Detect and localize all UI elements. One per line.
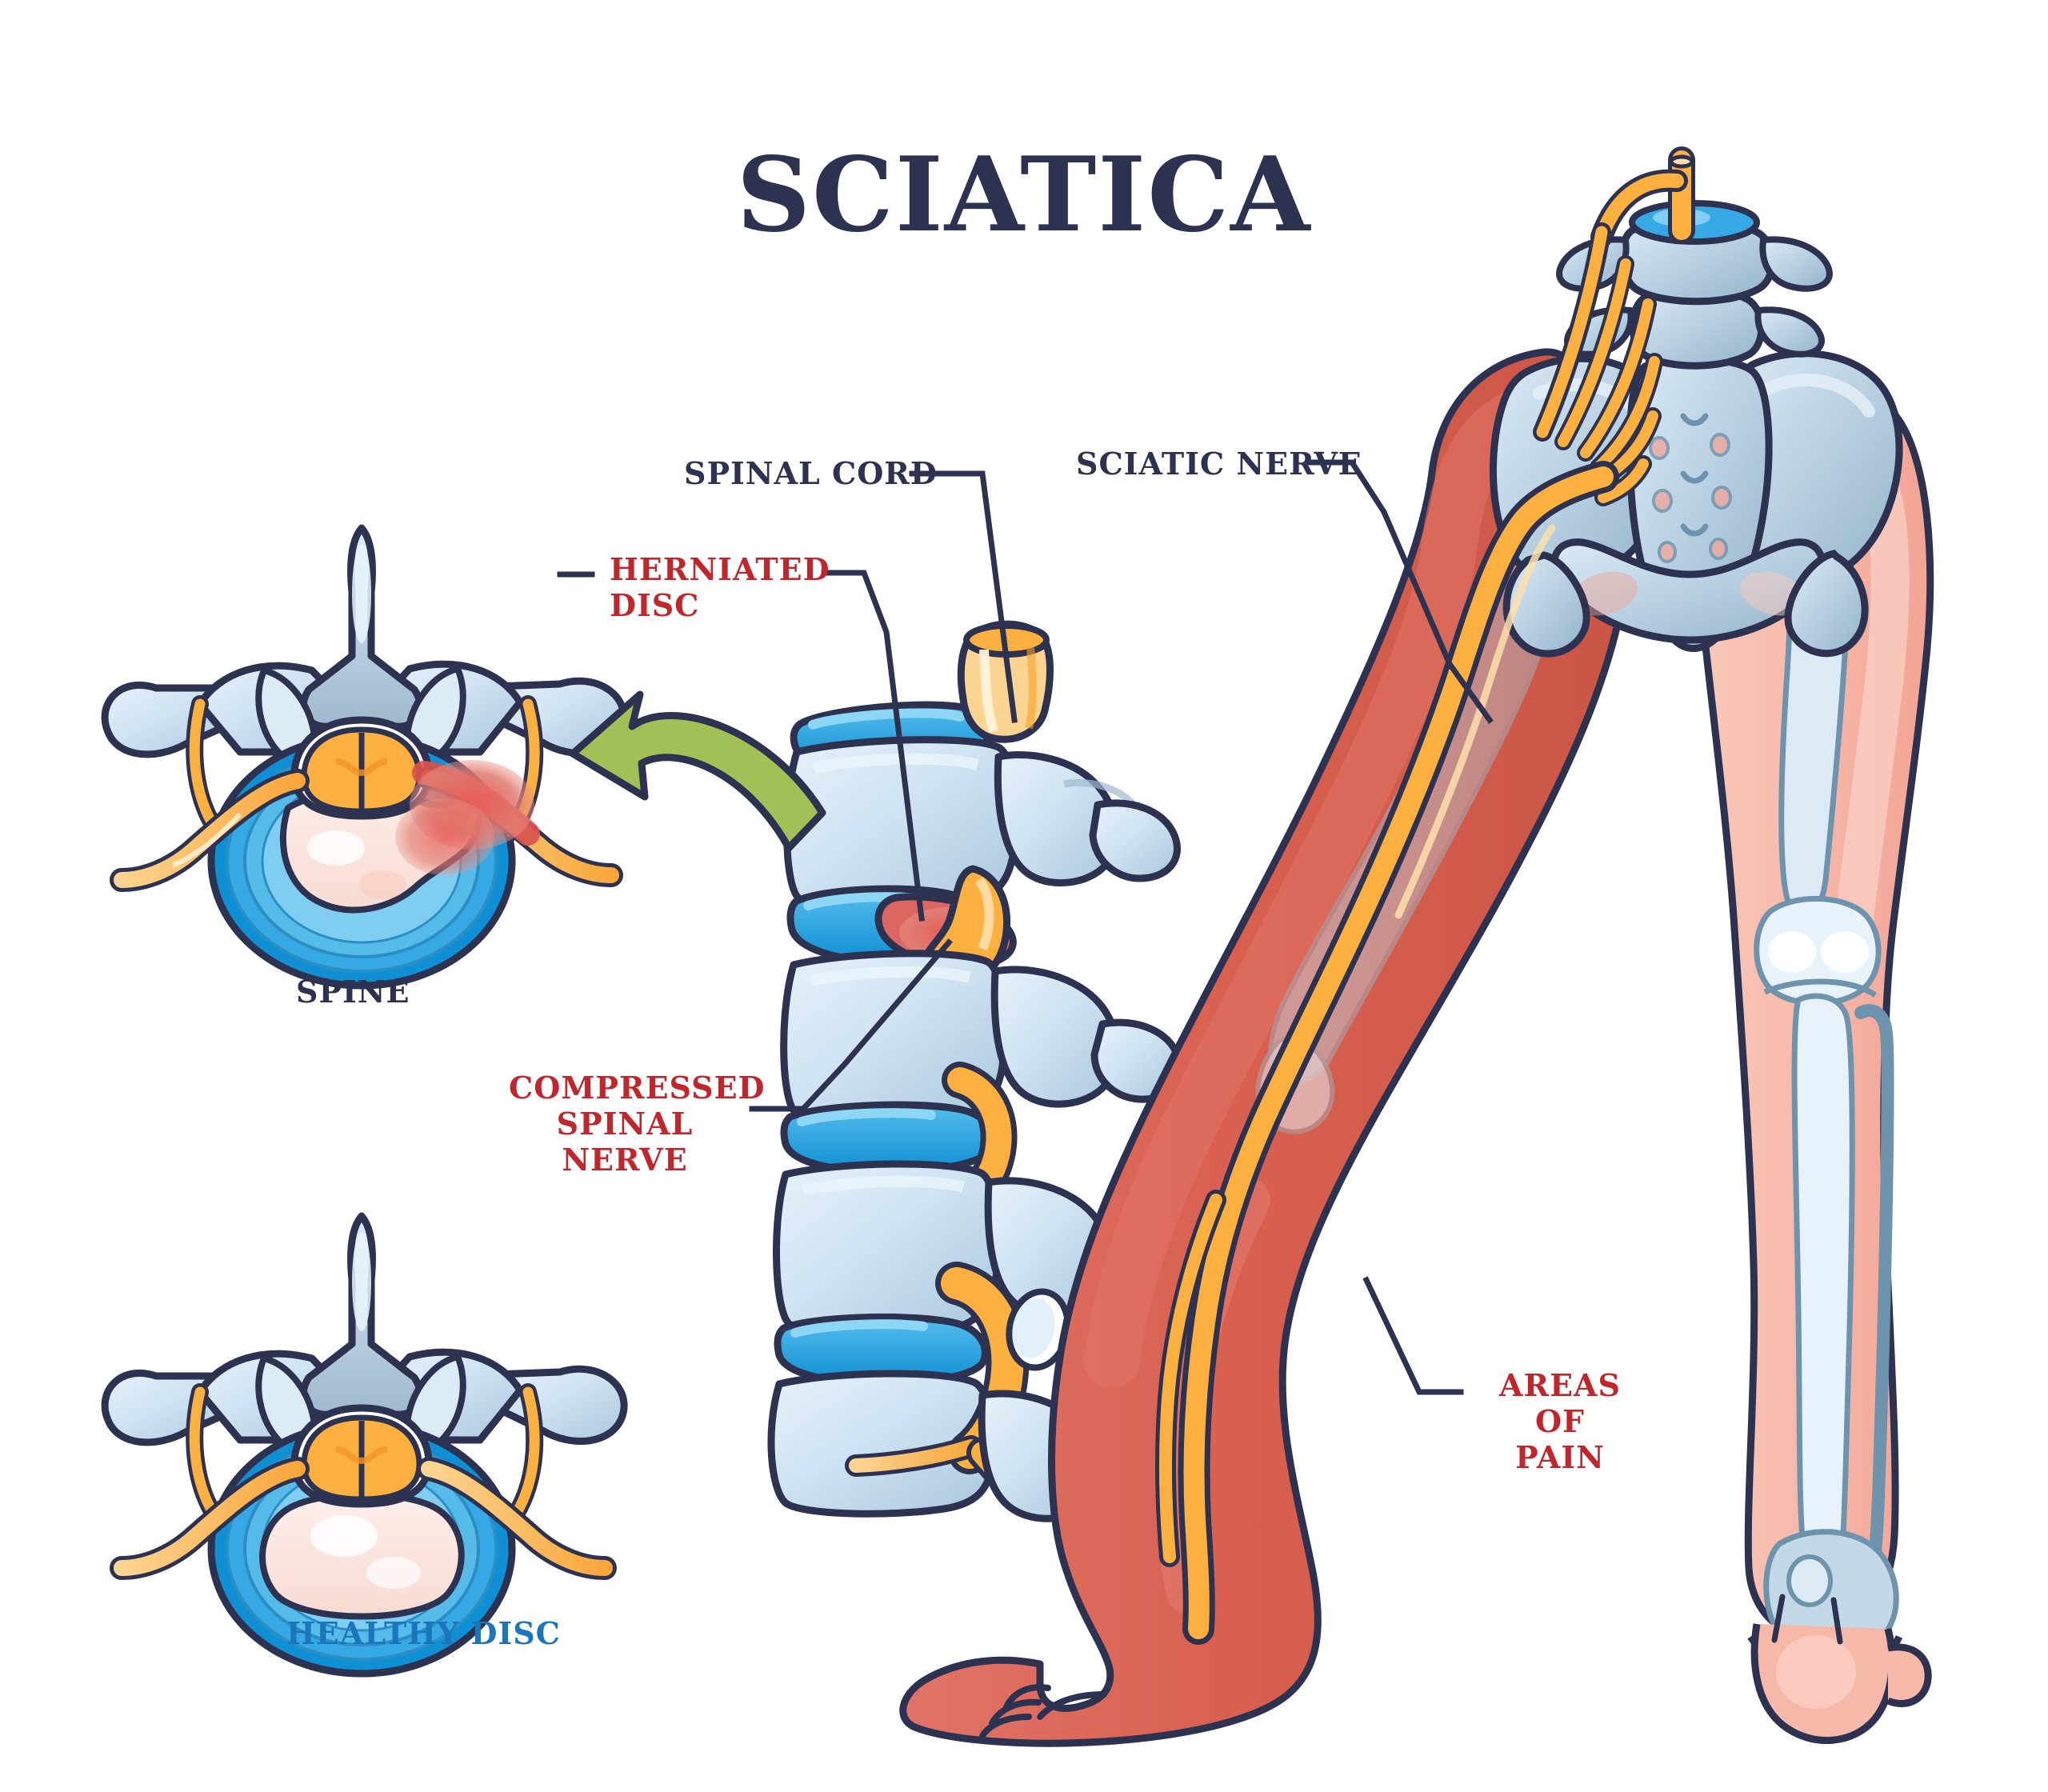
nerve-roots-healthy <box>110 1383 617 1580</box>
nerve-roots-right-inflamed <box>395 695 623 887</box>
leader-areas-of-pain <box>1362 1276 1464 1395</box>
label-spine: SPINE <box>296 974 410 1010</box>
figure-lower-body <box>899 146 1934 1747</box>
label-areas-of-pain: AREAS OF PAIN <box>1499 1367 1621 1475</box>
label-healthy-disc: HEALTHY DISC <box>286 1615 561 1651</box>
spinal-cord-oval-healthy <box>290 1404 433 1508</box>
sciatic-nerve-path <box>1154 146 1695 1645</box>
right-leg-normal <box>1690 366 1934 1744</box>
leader-compressed-nerve <box>749 938 953 1112</box>
right-knee-joint <box>1754 896 1882 1006</box>
page-title: SCIATICA <box>736 135 1312 255</box>
figure-healthy-cross-section <box>101 1212 628 1678</box>
right-foot <box>1747 1529 1932 1744</box>
figure-herniated-cross-section <box>101 524 628 990</box>
label-spinal-cord: SPINAL CORD <box>684 455 938 491</box>
spinal-cord-oval-herniated <box>290 716 433 820</box>
leader-herniated-right <box>821 570 925 922</box>
leader-spinal-cord <box>909 470 1018 723</box>
label-compressed-spinal-nerve: COMPRESSED SPINAL NERVE <box>509 1070 766 1178</box>
nerve-roots-left-herniated <box>110 695 310 892</box>
figure-lateral-spine <box>767 620 1183 1522</box>
disc-rings-herniated <box>207 732 516 990</box>
disc-rings-healthy <box>207 1420 516 1678</box>
green-zoom-arrow <box>569 690 826 852</box>
label-herniated-disc: HERNIATED DISC <box>610 551 830 623</box>
leader-sciatic-nerve <box>1306 459 1494 724</box>
label-sciatic-nerve: SCIATIC NERVE <box>1076 446 1362 482</box>
